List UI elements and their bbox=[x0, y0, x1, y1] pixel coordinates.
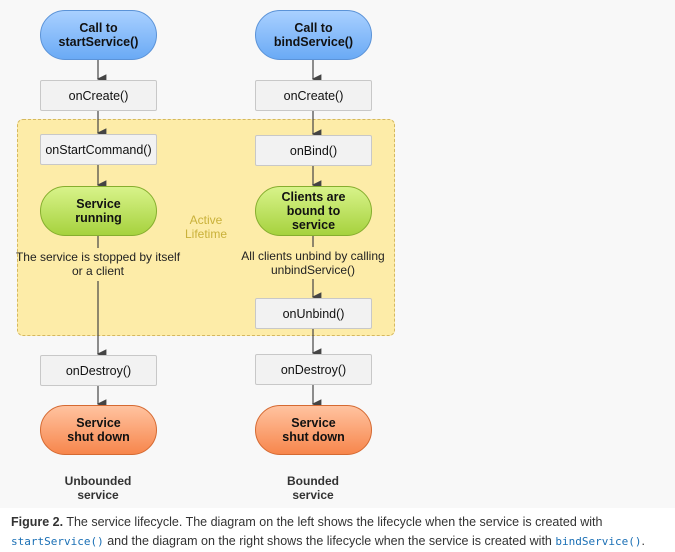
onunbind-node: onUnbind() bbox=[255, 298, 372, 329]
call-start-service-node: Call to startService() bbox=[40, 10, 157, 60]
service-running-node: Service running bbox=[40, 186, 157, 236]
right-shutdown-node: Service shut down bbox=[255, 405, 372, 455]
left-oncreate-node: onCreate() bbox=[40, 80, 157, 111]
bounded-service-label: Bounded service bbox=[287, 474, 339, 502]
caption-text: and the diagram on the right shows the l… bbox=[103, 534, 556, 548]
service-lifecycle-diagram: Active Lifetime Call to startService() o… bbox=[15, 10, 395, 502]
onstartcommand-node: onStartCommand() bbox=[40, 134, 157, 165]
caption-figure-number: Figure 2. bbox=[11, 515, 64, 529]
right-oncreate-node: onCreate() bbox=[255, 80, 372, 111]
unbounded-service-label: Unbounded service bbox=[64, 474, 132, 502]
left-shutdown-node: Service shut down bbox=[40, 405, 157, 455]
right-unbind-note: All clients unbind by calling unbindServ… bbox=[241, 249, 385, 277]
left-ondestroy-node: onDestroy() bbox=[40, 355, 157, 386]
figure-caption: Figure 2. The service lifecycle. The dia… bbox=[11, 513, 671, 551]
caption-text: The service lifecycle. The diagram on th… bbox=[63, 515, 603, 529]
left-stop-note: The service is stopped by itself or a cl… bbox=[15, 250, 181, 278]
call-bind-service-node: Call to bindService() bbox=[255, 10, 372, 60]
clients-bound-node: Clients are bound to service bbox=[255, 186, 372, 236]
caption-code-bindservice: bindService() bbox=[555, 535, 642, 548]
onbind-node: onBind() bbox=[255, 135, 372, 166]
caption-text: . bbox=[641, 534, 645, 548]
active-lifetime-label: Active Lifetime bbox=[184, 213, 228, 241]
right-ondestroy-node: onDestroy() bbox=[255, 354, 372, 385]
arrows bbox=[96, 60, 322, 409]
caption-code-startservice: startService() bbox=[11, 535, 104, 548]
